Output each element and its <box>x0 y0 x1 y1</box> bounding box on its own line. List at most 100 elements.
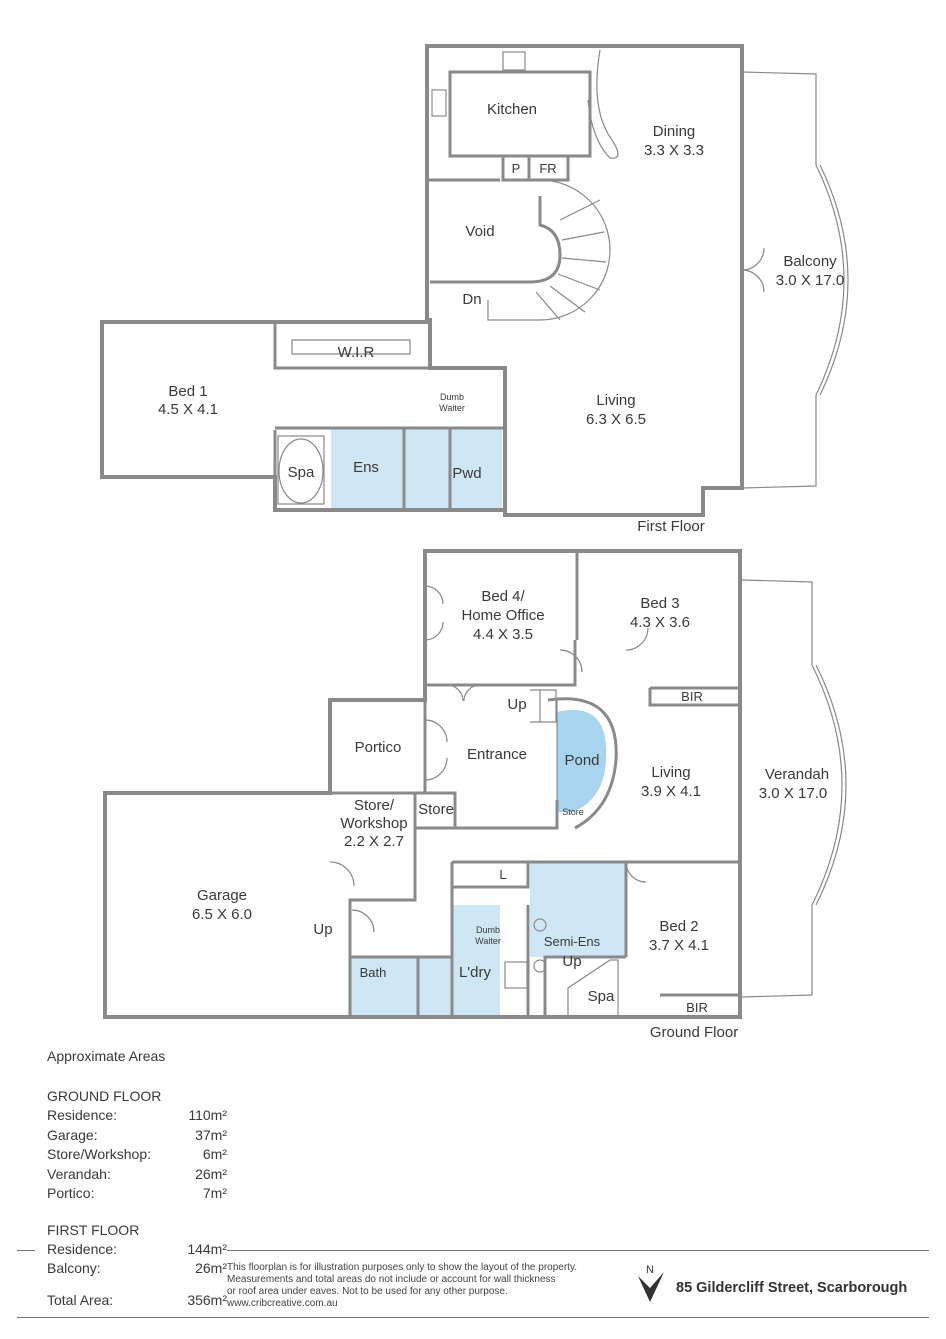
kitchen-island <box>448 70 592 158</box>
stair-treads <box>535 199 607 321</box>
ground-floor: Bed 4/ Home Office 4.4 X 3.5 Bed 3 4.3 X… <box>103 549 847 1041</box>
store-label-small: Store <box>562 807 584 817</box>
pond-wall <box>528 800 559 830</box>
bed3-dim: 4.3 X 3.6 <box>630 614 690 631</box>
bed3-door <box>625 627 649 651</box>
living-dim-ff: 6.3 X 6.5 <box>586 411 646 428</box>
store-ws-label-1: Store/ <box>354 797 395 814</box>
garage-door <box>329 861 355 887</box>
semi-ens-tiles <box>530 862 626 957</box>
first-area-rows: Residence: 144m² Balcony: 26m² <box>47 1240 227 1279</box>
stair-outline <box>487 179 611 321</box>
total-area-row: Total Area: 356m² <box>47 1291 227 1311</box>
total-area-label: Total Area: <box>47 1291 114 1308</box>
laundry-label: L'dry <box>459 964 492 981</box>
area-value: 7m² <box>202 1185 227 1201</box>
pantry-label: P <box>512 161 521 176</box>
powder-label: Pwd <box>452 465 481 482</box>
spa-label-ff: Spa <box>288 464 315 481</box>
ensuite-wc-tiles <box>404 428 450 510</box>
ground-floor-title: GROUND FLOOR <box>47 1088 162 1104</box>
verandah-curve <box>815 664 847 906</box>
linen-label: L <box>499 867 506 882</box>
store-label: Store <box>418 801 454 818</box>
area-label: Balcony: <box>47 1260 101 1276</box>
area-value: 26m² <box>195 1260 227 1276</box>
north-arrow-icon: N <box>638 1264 664 1302</box>
semi-ens-bottom <box>543 955 626 1017</box>
dumb-waiter-gf-1: Dumb <box>476 925 500 935</box>
void-edge <box>430 196 562 284</box>
bed2-door <box>625 861 647 883</box>
verandah-label: Verandah <box>765 766 829 783</box>
linen-box <box>452 862 530 889</box>
wir-wall <box>273 322 430 370</box>
dining-dim: 3.3 X 3.3 <box>644 142 704 159</box>
wir-label: W.I.R <box>338 344 375 361</box>
living-label-gf: Living <box>651 764 690 781</box>
bir-3 <box>648 686 740 707</box>
area-row: Residence:110m² <box>47 1106 227 1126</box>
verandah-outline <box>741 579 843 998</box>
semi-ens-basin-1 <box>533 918 547 932</box>
north-label: N <box>646 1264 654 1276</box>
dumb-waiter-gf-2: Waiter <box>475 936 501 946</box>
dining-label: Dining <box>653 123 696 140</box>
bed1-dim: 4.5 X 4.1 <box>158 401 218 418</box>
balcony-dim: 3.0 X 17.0 <box>776 272 844 289</box>
spa-box <box>277 435 325 505</box>
spa-bath <box>278 438 324 504</box>
bed4-entry-door <box>446 684 481 702</box>
up-label-garage: Up <box>313 921 332 938</box>
ground-floor-caption: Ground Floor <box>650 1024 738 1041</box>
approximate-areas: Approximate Areas GROUND FLOOR Residence… <box>47 1048 227 1310</box>
ensuite-tiles <box>331 428 404 510</box>
shower-tiles <box>418 957 452 1017</box>
garage-up-door <box>351 909 375 933</box>
area-label: Residence: <box>47 1240 118 1257</box>
area-row: Residence: 144m² <box>47 1240 227 1260</box>
bir-label-3: BIR <box>681 689 703 704</box>
stairs-up-gf <box>530 689 557 723</box>
store-small <box>415 791 457 830</box>
balcony-doors <box>741 247 765 293</box>
bed4-label-1: Bed 4/ <box>481 588 525 605</box>
pond-edge <box>547 697 618 830</box>
store-ws-dim: 2.2 X 2.7 <box>344 833 404 850</box>
bed4-bottom-wall <box>425 640 577 687</box>
ensuite-label: Ens <box>353 459 379 476</box>
bed1-wing-wall <box>100 320 505 512</box>
pond-label: Pond <box>564 752 599 769</box>
verandah-dim: 3.0 X 17.0 <box>759 785 827 802</box>
bed3-label: Bed 3 <box>640 595 679 612</box>
area-label: Garage: <box>47 1126 98 1143</box>
footer-rule-bottom <box>17 1317 929 1318</box>
garage-label: Garage <box>197 887 247 904</box>
laundry-tiles <box>452 905 500 1017</box>
sink <box>431 89 447 117</box>
kitchen-label: Kitchen <box>487 101 537 118</box>
first-floor: Kitchen Dining 3.3 X 3.3 P FR Void Dn Ba… <box>100 44 849 535</box>
area-label: Verandah: <box>47 1165 111 1182</box>
total-area-value: 356m² <box>187 1291 227 1308</box>
semi-ens-basin-2 <box>533 959 547 973</box>
store-ws-label-2: Workshop <box>340 815 407 832</box>
disclaimer-line-3: or roof area under eaves. Not to be used… <box>227 1286 508 1297</box>
area-value: 37m² <box>195 1126 227 1143</box>
spa-label-gf: Spa <box>588 988 615 1005</box>
property-address: 85 Gildercliff Street, Scarborough <box>676 1280 908 1296</box>
bed4-dim: 4.4 X 3.5 <box>473 626 533 643</box>
bed4-door <box>424 585 444 641</box>
area-value: 144m² <box>187 1240 227 1257</box>
powder-tiles <box>450 428 502 510</box>
store-wall <box>330 791 417 1017</box>
up-label-semi-ens: Up <box>562 953 581 970</box>
bath-label: Bath <box>360 965 387 980</box>
balcony-outline <box>741 71 845 489</box>
bath-tiles <box>350 957 418 1017</box>
footer-rule-top <box>227 1250 929 1251</box>
area-label: Residence: <box>47 1107 118 1123</box>
areas-heading: Approximate Areas <box>47 1048 166 1064</box>
area-value: 6m² <box>202 1146 227 1162</box>
